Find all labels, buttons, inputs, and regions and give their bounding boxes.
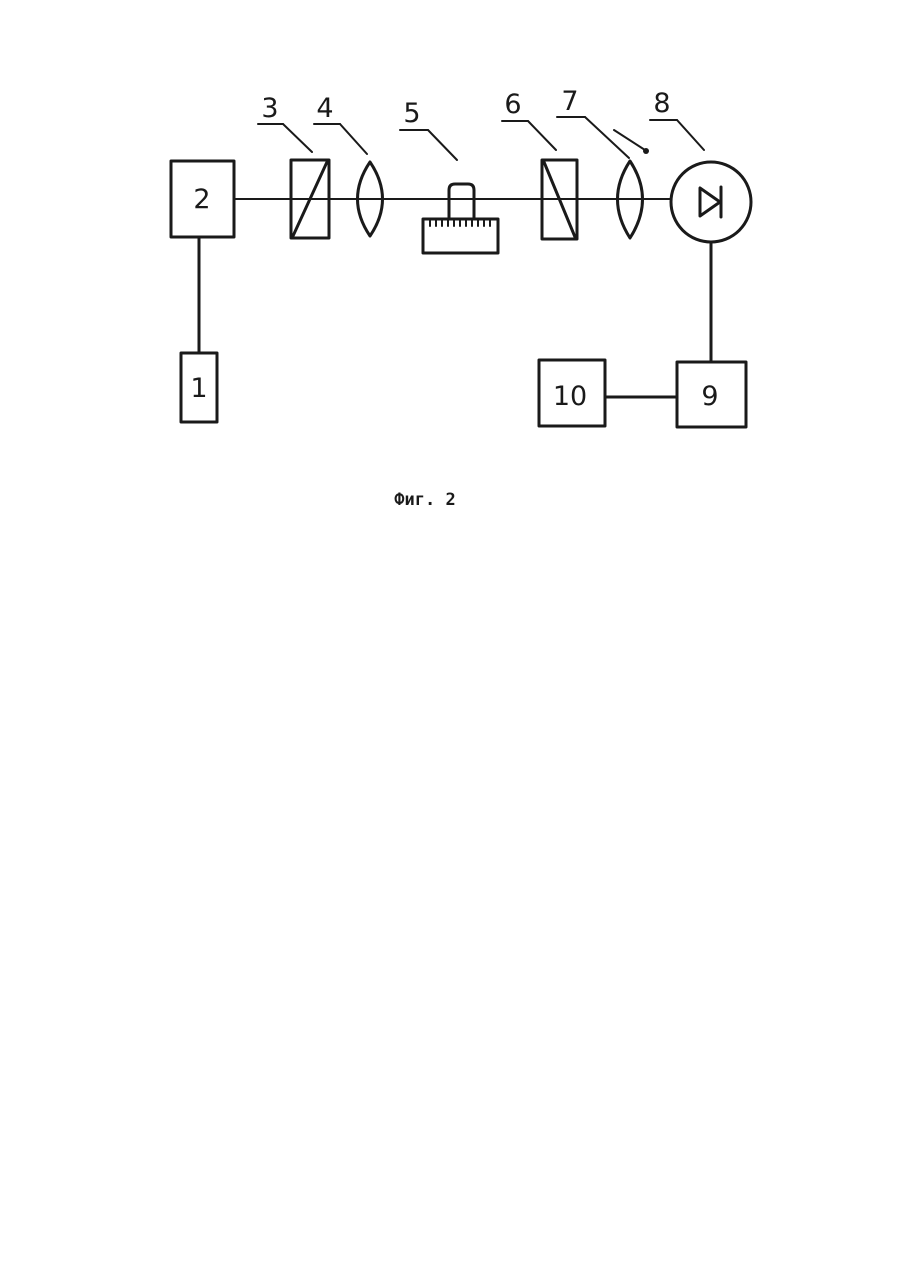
- arrow-7-dot: [643, 148, 649, 154]
- leader-6-pointer: [528, 121, 556, 150]
- leader-8-label: 8: [653, 88, 670, 119]
- figure-caption: Фиг. 2: [394, 490, 455, 510]
- sample-holder: [423, 184, 498, 253]
- leader-4-pointer: [340, 124, 367, 154]
- leader-4-label: 4: [316, 93, 333, 124]
- block-1-label: 1: [190, 373, 207, 404]
- leader-3-pointer: [283, 124, 312, 152]
- block-9: 9: [677, 362, 746, 427]
- leader-7-pointer: [585, 117, 629, 158]
- leader-7-label: 7: [561, 86, 578, 117]
- block-2: 2: [171, 161, 234, 237]
- photodetector: [671, 162, 751, 242]
- leader-5-pointer: [428, 130, 457, 160]
- block-2-label: 2: [193, 184, 210, 215]
- leader-6-label: 6: [504, 89, 521, 120]
- leader-8-pointer: [677, 120, 704, 150]
- block-9-label: 9: [701, 381, 718, 412]
- block-10-label: 10: [553, 381, 587, 412]
- diode-icon: [700, 188, 720, 216]
- leader-3-label: 3: [261, 93, 278, 124]
- leader-5-label: 5: [403, 98, 420, 129]
- block-10: 10: [539, 360, 605, 426]
- block-1: 1: [181, 353, 217, 422]
